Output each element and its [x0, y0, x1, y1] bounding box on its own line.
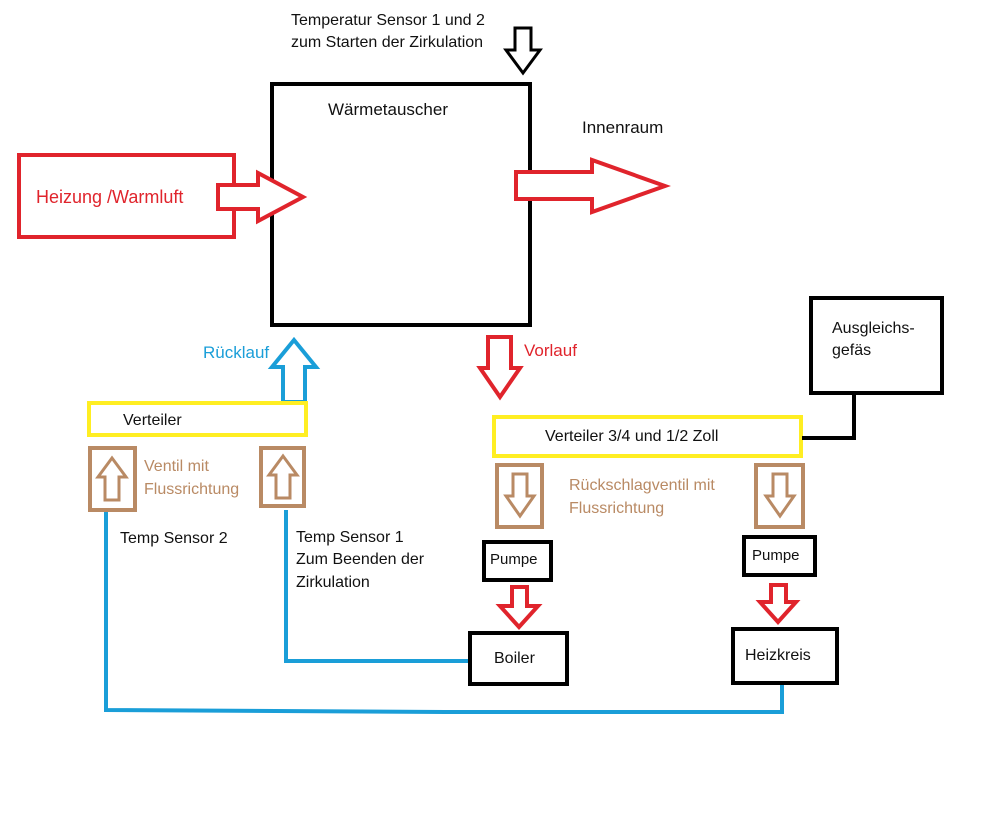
heating-label: Heizung /Warmluft: [36, 187, 184, 207]
temp-sensor-2-label: Temp Sensor 2: [120, 530, 228, 547]
check-valve-left-arrow: [503, 472, 537, 519]
pump-right-box: [742, 535, 817, 577]
pump-left-label: Pumpe: [490, 551, 538, 568]
check-valve-label-line2: Flussrichtung: [569, 500, 665, 517]
check-valve-left-box: [495, 463, 544, 529]
boiler-label: Boiler: [494, 650, 535, 667]
distributor-left-bar: [87, 401, 308, 437]
exchanger-to-interior-arrow: [514, 157, 671, 215]
temp-sensor-1-label-line2: Zum Beenden der: [296, 551, 425, 568]
heating-to-exchanger-arrow: [216, 169, 308, 225]
pump-right-to-heating-circuit-arrow: [755, 583, 801, 625]
sensor-down-arrow: [503, 26, 543, 76]
temp-sensor-1-label-line3: Zirkulation: [296, 574, 370, 591]
top-sensor-label-line1: Temperatur Sensor 1 und 2: [291, 12, 485, 29]
expansion-tank-line: [802, 395, 856, 440]
return-pipe-boiler: [284, 510, 468, 663]
pump-right-label: Pumpe: [752, 547, 800, 564]
check-valve-right-arrow: [763, 472, 797, 519]
distributor-right-label: Verteiler 3/4 und 1/2 Zoll: [545, 428, 719, 445]
pump-left-box: [482, 540, 553, 582]
boiler-box: [468, 631, 569, 686]
check-valve-right-box: [754, 463, 805, 529]
expansion-tank-box: [809, 296, 944, 395]
distributor-left-label: Verteiler: [123, 412, 182, 429]
valve-label-line1: Ventil mit: [144, 458, 209, 475]
expansion-tank-label-line1: Ausgleichs-: [832, 320, 915, 337]
temp-sensor-1-label-line1: Temp Sensor 1: [296, 529, 404, 546]
top-sensor-label-line2: zum Starten der Zirkulation: [291, 34, 484, 51]
return-pipe-heating-circuit: [104, 512, 784, 714]
heating-circuit-box: [731, 627, 839, 685]
return-flow-arrow: [267, 336, 321, 404]
check-valve-label-line1: Rückschlagventil mit: [569, 477, 715, 494]
valve-right-arrow: [266, 453, 300, 500]
heating-circuit-label: Heizkreis: [745, 647, 811, 664]
valve-right-box: [259, 446, 306, 508]
valve-left-arrow: [95, 455, 129, 502]
pump-left-to-boiler-arrow: [495, 585, 543, 630]
distributor-right-bar: [492, 415, 803, 458]
valve-left-box: [88, 446, 137, 512]
heat-exchanger-label: Wärmetauscher: [328, 100, 448, 119]
supply-flow-label: Vorlauf: [524, 341, 577, 360]
return-flow-label: Rücklauf: [203, 343, 270, 362]
supply-flow-arrow: [476, 335, 524, 401]
expansion-tank-label-line2: gefäs: [832, 342, 872, 359]
interior-label: Innenraum: [582, 118, 664, 137]
valve-label-line2: Flussrichtung: [144, 481, 240, 498]
